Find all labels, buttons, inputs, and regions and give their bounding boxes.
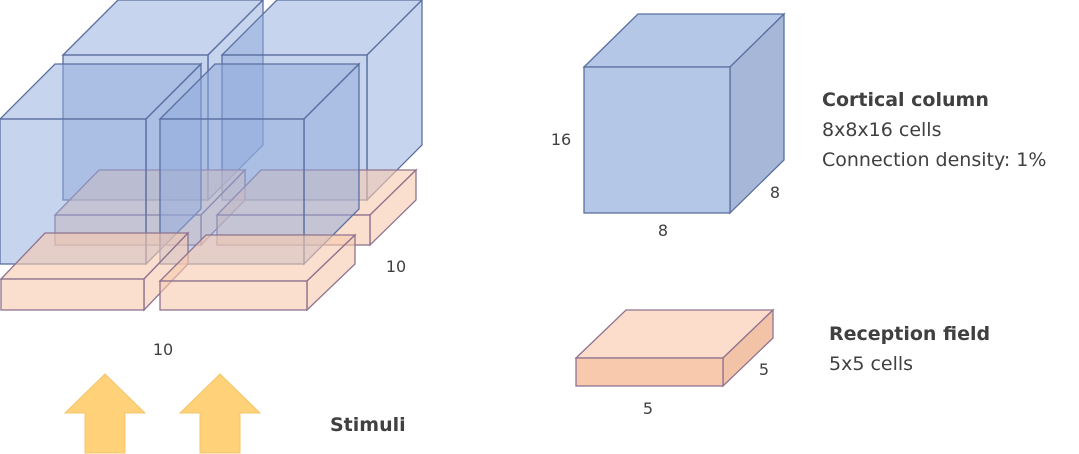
field-depth-label: 5	[759, 360, 769, 379]
column-width-label: 8	[658, 221, 668, 240]
array-depth-label: 10	[386, 257, 406, 276]
field-width-label: 5	[643, 399, 653, 418]
reception-field-front-left	[0, 231, 190, 312]
stimulus-arrow-left-icon	[63, 373, 147, 454]
cortical-column-cube	[582, 12, 786, 215]
cortical-column-legend: 16 8 8 Cortical column 8x8x16 cells Conn…	[551, 12, 1046, 240]
stimuli-arrows: Stimuli	[63, 373, 406, 454]
column-density-text: Connection density: 1%	[822, 149, 1046, 171]
column-height-label: 16	[551, 130, 571, 149]
cortical-column-front-right	[158, 62, 361, 266]
field-title: Reception field	[829, 323, 990, 345]
column-array: 10 10	[0, 0, 423, 359]
reception-field-legend: 5 5 Reception field 5x5 cells	[574, 308, 990, 418]
field-size-text: 5x5 cells	[829, 353, 913, 375]
stimulus-arrow-right-icon	[178, 373, 262, 454]
array-width-label: 10	[153, 340, 173, 359]
reception-field-front-right	[158, 233, 357, 312]
column-title: Cortical column	[822, 89, 989, 111]
stimuli-label: Stimuli	[330, 414, 406, 436]
column-depth-label: 8	[770, 183, 780, 202]
reception-field-slab	[574, 308, 775, 388]
column-size-text: 8x8x16 cells	[822, 119, 941, 141]
